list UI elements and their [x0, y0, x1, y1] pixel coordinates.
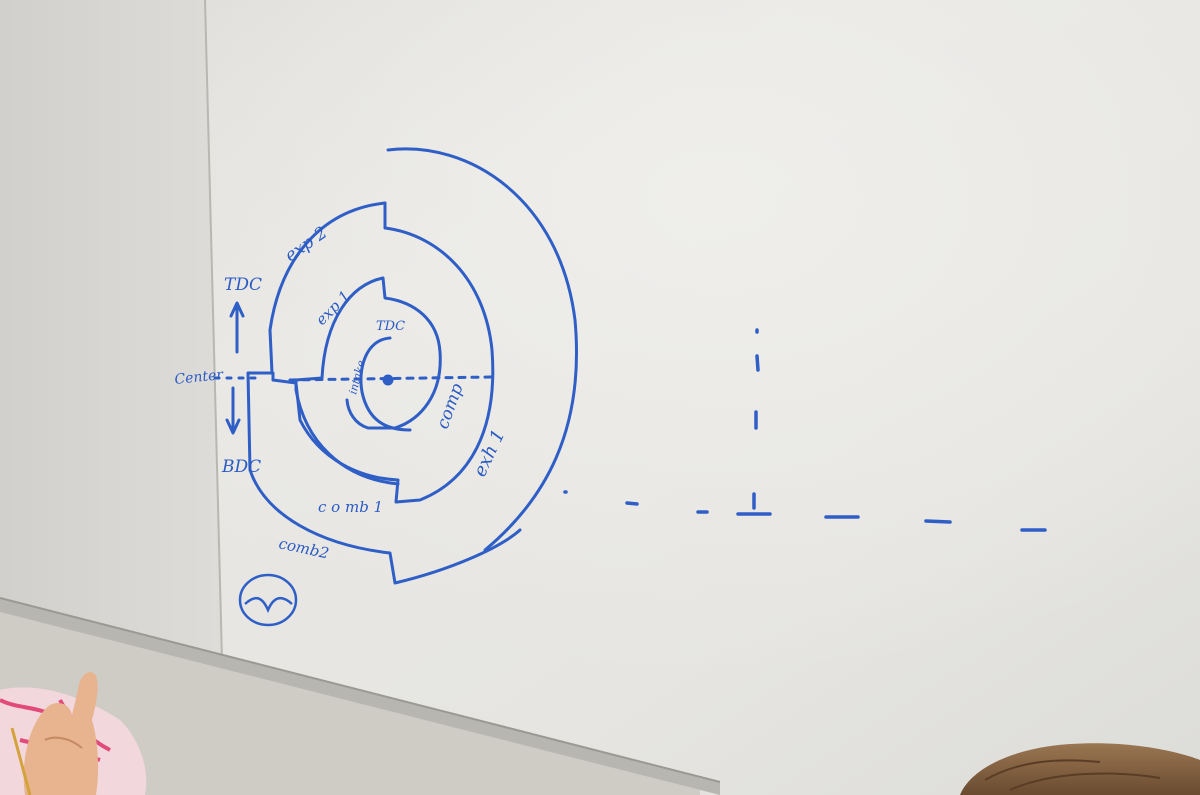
inner-ring [294, 276, 442, 486]
person-hand-left [0, 672, 147, 795]
vertical-trace [752, 328, 760, 510]
horizontal-trace [563, 490, 1047, 532]
label-center: Center [174, 367, 225, 388]
tdc-arrow [229, 301, 245, 354]
bdc-arrow [225, 386, 241, 435]
outer-arc [386, 147, 579, 552]
label-bdc: BDC [221, 457, 261, 477]
marker-tray [0, 598, 720, 795]
label-comb1: c o mb 1 [318, 498, 383, 516]
person-head-right [960, 743, 1200, 795]
mazda-logo-icon [238, 573, 298, 627]
engine-cycle-diagram [213, 147, 1047, 585]
left-board-panel [0, 0, 222, 660]
label-tdc-outer: TDC [224, 275, 262, 295]
label-tdc-inner: TDC [376, 319, 405, 334]
